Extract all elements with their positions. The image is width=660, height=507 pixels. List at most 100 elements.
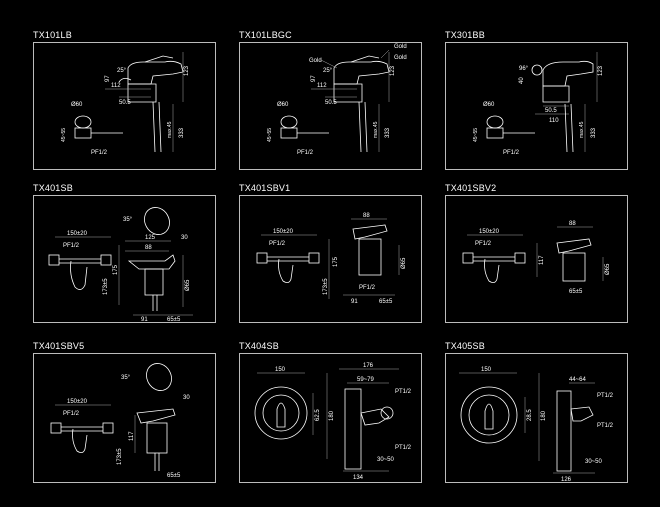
dimension-label: 150±20 <box>67 231 88 237</box>
dimension-label: 65±5 <box>167 317 181 323</box>
dimension-label: 35° <box>121 375 131 381</box>
dimension-label: 173±5 <box>103 278 109 295</box>
dimension-label: Ø60 <box>277 102 289 108</box>
dimension-label: 45~55 <box>267 128 273 142</box>
dimension-label: PF1/2 <box>297 150 314 156</box>
dimension-label: 30~50 <box>377 457 395 463</box>
dimension-label: PT1/2 <box>597 423 614 429</box>
dimension-label: 30~50 <box>585 459 603 465</box>
dimension-label: 125 <box>145 235 156 241</box>
cell-title: TX101LB <box>33 30 72 40</box>
dimension-label: 180 <box>541 410 547 421</box>
dimension-label: 35° <box>123 217 133 223</box>
dimension-label: 175 <box>333 256 339 267</box>
dimension-label: 180 <box>329 410 335 421</box>
concealed-shower-mixer-drawing: 150 28.5 180 44~64 PT1/2 PT1/2 126 30~50 <box>459 367 614 483</box>
dimension-label: 173±5 <box>117 448 123 465</box>
dimension-label: Ø65 <box>401 257 407 269</box>
dimension-label: 112 <box>111 83 121 89</box>
dimension-label: 333 <box>179 127 185 138</box>
cell-frame <box>33 353 216 483</box>
dimension-label: max.45 <box>373 121 379 138</box>
dimension-label: max.45 <box>579 121 585 138</box>
dimension-label: 91 <box>141 317 148 323</box>
dimension-label: PF1/2 <box>269 241 286 247</box>
dimension-label: PF1/2 <box>503 150 520 156</box>
dimension-label: PT1/2 <box>395 389 412 395</box>
dimension-label: 45~55 <box>61 128 67 142</box>
cell-frame <box>33 195 216 323</box>
faucet-basin-gold-drawing: Gold Gold Gold 123 max.45 333 112 50.5 9… <box>267 44 407 156</box>
dimension-label: 96° <box>519 66 529 72</box>
dimension-label: 59~79 <box>357 377 375 383</box>
cell-title: TX401SBV2 <box>445 183 497 193</box>
dimension-label: PF1/2 <box>91 150 108 156</box>
bath-mixer-drawing: 150±20 PF1/2 175 173±5 88 Ø65 91 65±5 PF… <box>256 213 407 305</box>
dimension-label: 88 <box>145 245 152 251</box>
dimension-label: PF1/2 <box>63 411 80 417</box>
cell-frame <box>445 42 628 170</box>
dimension-label: Ø65 <box>185 279 191 291</box>
bidet-faucet-drawing: 123 40 96° 50.5 110 max.45 333 Ø60 45~55… <box>473 52 604 156</box>
dimension-label: 112 <box>317 83 327 89</box>
dimension-label: 88 <box>569 221 576 227</box>
dimension-label: 97 <box>311 75 317 82</box>
cell-frame <box>239 42 422 170</box>
dimension-label: 65±5 <box>167 473 181 479</box>
dimension-label: 175 <box>113 264 119 275</box>
dimension-label: Gold <box>394 44 407 50</box>
dimension-label: 123 <box>598 65 604 76</box>
dimension-label: Gold <box>309 58 322 64</box>
dimension-label: 150±20 <box>67 399 88 405</box>
dimension-label: 30 <box>183 395 190 401</box>
dimension-label: 123 <box>184 65 190 76</box>
concealed-mixer-drawing: 150 62.5 180 176 59~79 PT1/2 PT1/2 134 3… <box>254 363 412 481</box>
dimension-label: 110 <box>549 118 559 124</box>
bath-mixer-v5-drawing: 150±20 PF1/2 35° 30 117 173±5 65±5 <box>50 363 190 479</box>
dimension-label: Gold <box>394 55 407 61</box>
dimension-label: 150 <box>275 367 286 373</box>
dimension-label: 173±5 <box>323 278 329 295</box>
dimension-label: 30 <box>181 235 188 241</box>
dimension-label: PT1/2 <box>395 445 412 451</box>
cell-title: TX401SB <box>33 183 73 193</box>
dimension-label: 333 <box>385 127 391 138</box>
dimension-label: Ø60 <box>483 102 495 108</box>
dimension-label: 28.5 <box>527 409 533 421</box>
dimension-label: 44~64 <box>569 377 587 383</box>
dimension-label: 97 <box>105 75 111 82</box>
dimension-label: PF1/2 <box>63 243 80 249</box>
dimension-label: 117 <box>539 255 545 265</box>
cell-title: TX404SB <box>239 341 279 351</box>
dimension-label: 333 <box>591 127 597 138</box>
dimension-label: 50.5 <box>119 100 131 106</box>
cell-title: TX401SBV1 <box>239 183 291 193</box>
dimension-label: 50.5 <box>325 100 337 106</box>
faucet-basin-drawing: 123 max.45 333 112 50.5 97 25° Ø60 45~55… <box>61 52 190 156</box>
cell-title: TX401SBV5 <box>33 341 85 351</box>
dimension-label: 150 <box>481 367 492 373</box>
dimension-label: 176 <box>363 363 374 369</box>
cell-frame <box>239 195 422 323</box>
dimension-label: 25° <box>117 68 127 74</box>
cell-title: TX405SB <box>445 341 485 351</box>
dimension-label: max.45 <box>167 121 173 138</box>
dimension-label: 123 <box>390 65 396 76</box>
dimension-label: Ø60 <box>71 102 83 108</box>
dimension-label: 65±5 <box>379 299 393 305</box>
cell-frame <box>445 195 628 323</box>
cell-title: TX301BB <box>445 30 485 40</box>
dimension-label: 91 <box>351 299 358 305</box>
dimension-label: 117 <box>129 431 135 441</box>
dimension-label: 134 <box>353 475 364 481</box>
dimension-label: PF1/2 <box>475 241 492 247</box>
dimension-label: 50.5 <box>545 108 557 114</box>
dimension-label: 126 <box>561 477 572 483</box>
dimension-label: PF1/2 <box>359 285 376 291</box>
dimension-label: 65±5 <box>569 289 583 295</box>
dimension-label: 150±20 <box>273 229 294 235</box>
bath-mixer-hand-shower-drawing: 150±20 PF1/2 175 173±5 35° 125 30 88 91 … <box>48 207 193 323</box>
dimension-label: PT1/2 <box>597 393 614 399</box>
dimension-label: 88 <box>363 213 370 219</box>
dimension-label: 25° <box>323 68 333 74</box>
